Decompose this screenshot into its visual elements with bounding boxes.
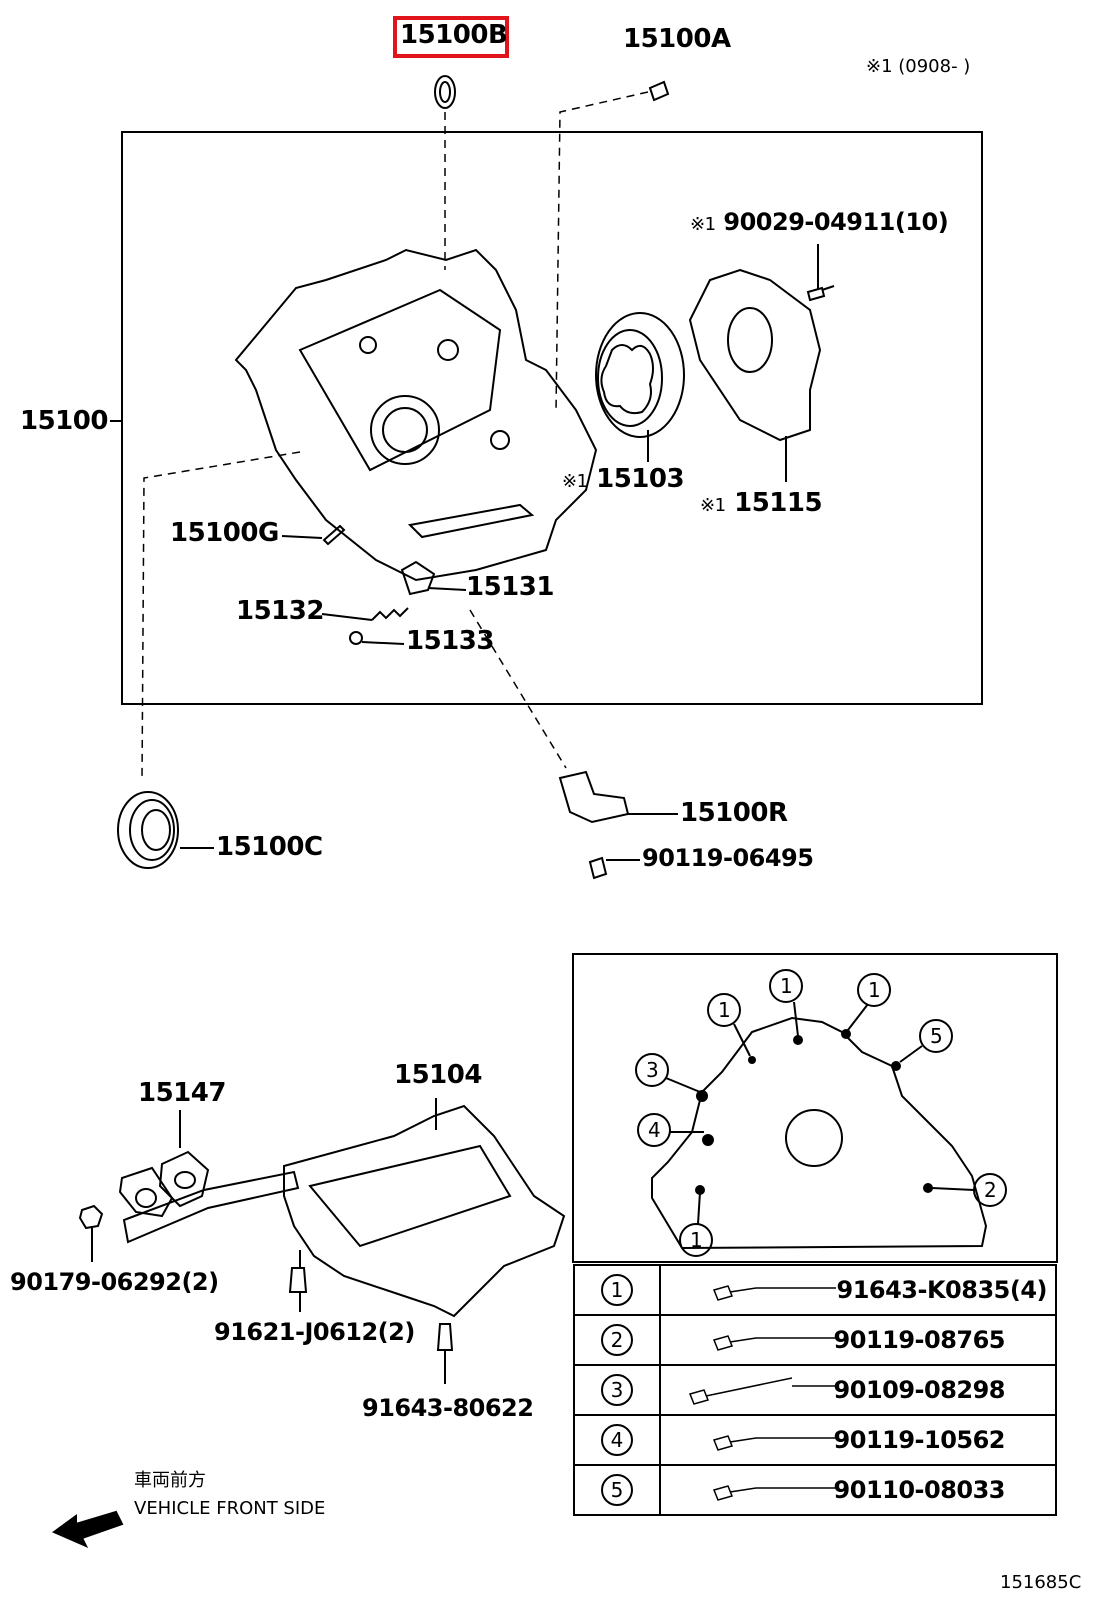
front-jp-label: 車両前方 <box>134 1470 206 1491</box>
label-15100g[interactable]: 15100G <box>170 518 279 548</box>
bolt-91643-80622 <box>436 1323 454 1351</box>
bolt-num: 2 <box>601 1324 633 1356</box>
seal-15100c <box>117 791 179 869</box>
label-15100c[interactable]: 15100C <box>216 832 323 862</box>
callout-5: 5 <box>930 1024 943 1048</box>
front-arrow-icon <box>52 1510 124 1549</box>
label-91643-80622[interactable]: 91643-80622 <box>362 1394 534 1422</box>
bolt-part[interactable]: 90119-10562 <box>833 1426 1006 1454</box>
label-15100[interactable]: 15100 <box>20 406 108 436</box>
label-90029-text: 90029-04911(10) <box>723 208 949 236</box>
callout-1c: 1 <box>868 978 881 1002</box>
label-90119-06495[interactable]: 90119-06495 <box>642 844 814 872</box>
label-15100a[interactable]: 15100A <box>623 24 731 54</box>
bolt-row: 2 90119-08765 <box>573 1314 1057 1366</box>
valve-15131 <box>400 560 436 596</box>
stud-bolt-91621 <box>288 1267 308 1293</box>
pump-outline-small <box>651 1016 988 1250</box>
pump-assembly-frame <box>121 131 983 705</box>
bolt-table: 1 91643-K0835(4) 2 90119-08765 3 90109-0… <box>573 1264 1057 1516</box>
label-15131[interactable]: 15131 <box>466 572 554 602</box>
rotor-15103 <box>595 312 685 438</box>
bolt-row: 5 90110-08033 <box>573 1464 1057 1516</box>
note-range: ※1 (0908- ) <box>866 56 971 77</box>
mark-1: ※1 <box>700 495 726 516</box>
label-91621-j0612[interactable]: 91621-J0612(2) <box>214 1318 415 1346</box>
label-15115-text: 15115 <box>734 488 823 518</box>
bolt-90119-06495 <box>588 856 608 880</box>
gasket-15147 <box>158 1150 210 1208</box>
callout-3: 3 <box>646 1058 659 1082</box>
bolt-callouts <box>635 969 1007 1257</box>
label-15115[interactable]: ※1 15115 <box>700 488 823 518</box>
callout-4: 4 <box>648 1118 661 1142</box>
bolt-num: 4 <box>601 1424 633 1456</box>
label-90029-04911[interactable]: ※1 90029-04911(10) <box>690 208 949 236</box>
callout-2: 2 <box>984 1178 997 1202</box>
bolt-part[interactable]: 91643-K0835(4) <box>836 1276 1048 1304</box>
bolt-part[interactable]: 90110-08033 <box>833 1476 1006 1504</box>
spring-15132 <box>371 607 409 621</box>
label-15132[interactable]: 15132 <box>236 596 324 626</box>
pump-body-15100 <box>234 248 598 582</box>
stud-15100g <box>322 524 346 546</box>
label-15133[interactable]: 15133 <box>406 626 494 656</box>
o-ring-15100b <box>434 75 456 109</box>
bolt-90029 <box>806 285 835 302</box>
cover-15115 <box>688 268 822 442</box>
label-15103[interactable]: ※1 15103 <box>562 464 685 494</box>
bolt-position-frame <box>572 953 1058 1263</box>
front-en-label: VEHICLE FRONT SIDE <box>134 1498 326 1519</box>
callout-1d: 1 <box>690 1228 703 1252</box>
bolt-part[interactable]: 90119-08765 <box>833 1326 1006 1354</box>
label-15103-text: 15103 <box>596 464 685 494</box>
bolt-part[interactable]: 90109-08298 <box>833 1376 1006 1404</box>
mark-1: ※1 <box>690 214 716 235</box>
label-15100b[interactable]: 15100B <box>400 20 508 50</box>
plug-15133 <box>349 631 363 645</box>
diagram-id: 151685C <box>1000 1572 1082 1593</box>
label-90179-06292[interactable]: 90179-06292(2) <box>10 1268 219 1296</box>
callout-1b: 1 <box>780 974 793 998</box>
bolt-row: 4 90119-10562 <box>573 1414 1057 1466</box>
bolt-num: 3 <box>601 1374 633 1406</box>
bolt-row: 1 91643-K0835(4) <box>573 1264 1057 1316</box>
bolt-num: 5 <box>601 1474 633 1506</box>
pin-15100a <box>648 80 670 102</box>
label-15100r[interactable]: 15100R <box>680 798 788 828</box>
sensor-15100r <box>558 770 630 824</box>
bolt-num: 1 <box>601 1274 633 1306</box>
nut-90179 <box>78 1204 104 1230</box>
label-15147[interactable]: 15147 <box>138 1078 226 1108</box>
mark-1: ※1 <box>562 471 588 492</box>
strainer-15104 <box>283 1104 566 1318</box>
bolt-row: 3 90109-08298 <box>573 1364 1057 1416</box>
highlight-box <box>393 16 509 58</box>
callout-1a: 1 <box>718 998 731 1022</box>
label-15104[interactable]: 15104 <box>394 1060 482 1090</box>
